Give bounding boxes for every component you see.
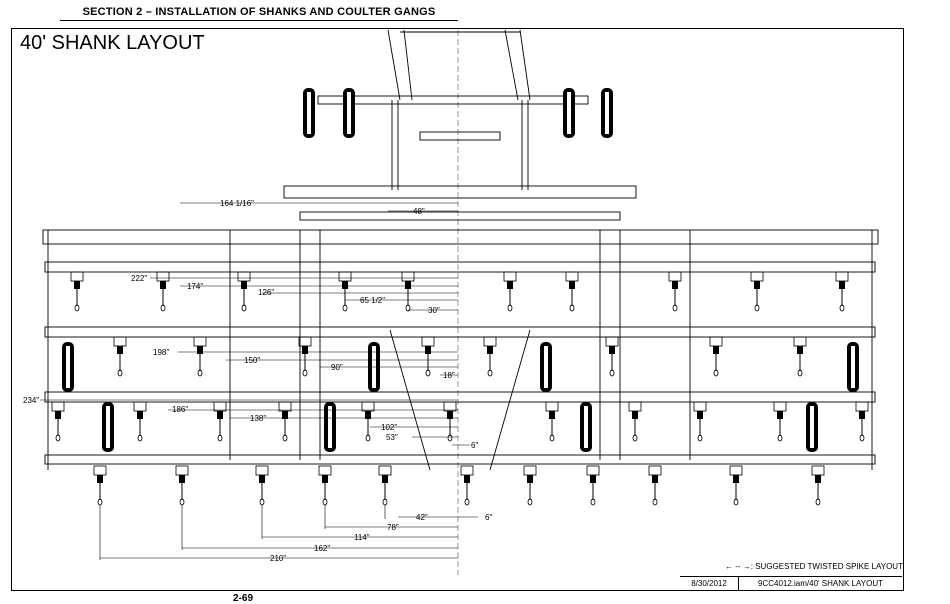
dim-53: 53" — [386, 433, 398, 442]
dimension-labels: 164 1/16" 48" 222" 174" 126" 65 1/2" 30"… — [23, 199, 492, 563]
hitch-tongue — [387, 29, 531, 190]
dim-6-a: 6" — [471, 441, 478, 450]
dimension-lines — [40, 202, 478, 560]
dim-90: 90" — [331, 363, 343, 372]
dim-65: 65 1/2" — [360, 296, 385, 305]
frame-crossbars — [42, 185, 879, 471]
dim-174: 174" — [187, 282, 203, 291]
dim-78: 78" — [387, 523, 399, 532]
dim-222: 222" — [131, 274, 147, 283]
dim-48: 48" — [413, 207, 425, 216]
dim-198: 198" — [153, 348, 169, 357]
dim-164: 164 1/16" — [220, 199, 254, 208]
dim-18: 18" — [443, 371, 455, 380]
shank-row-2 — [113, 336, 807, 377]
dim-138: 138" — [250, 414, 266, 423]
dim-162: 162" — [314, 544, 330, 553]
dim-30: 30" — [428, 306, 440, 315]
dim-6-b: 6" — [485, 513, 492, 522]
dim-102: 102" — [381, 423, 397, 432]
dim-114: 114" — [354, 533, 370, 542]
dim-210: 210" — [270, 554, 286, 563]
section-header: SECTION 2 – INSTALLATION OF SHANKS AND C… — [82, 6, 436, 18]
twisted-spike-legend: ← -- →: SUGGESTED TWISTED SPIKE LAYOUT — [725, 562, 903, 571]
title-block-file: 9CC4012.iam/40' SHANK LAYOUT — [758, 579, 883, 588]
dim-234: 234" — [23, 396, 39, 405]
dim-186: 186" — [172, 405, 188, 414]
page-number: 2-69 — [233, 593, 254, 604]
front-axle — [317, 95, 589, 141]
title-block: 8/30/2012 9CC4012.iam/40' SHANK LAYOUT — [680, 576, 902, 590]
shank-row-4 — [93, 465, 825, 506]
dim-150: 150" — [244, 356, 260, 365]
layout-title: 40' SHANK LAYOUT — [20, 32, 205, 54]
title-block-date: 8/30/2012 — [680, 577, 739, 590]
dim-126: 126" — [258, 288, 274, 297]
dim-42: 42" — [416, 513, 428, 522]
header-rule — [60, 20, 458, 21]
drawing-frame — [11, 28, 904, 591]
